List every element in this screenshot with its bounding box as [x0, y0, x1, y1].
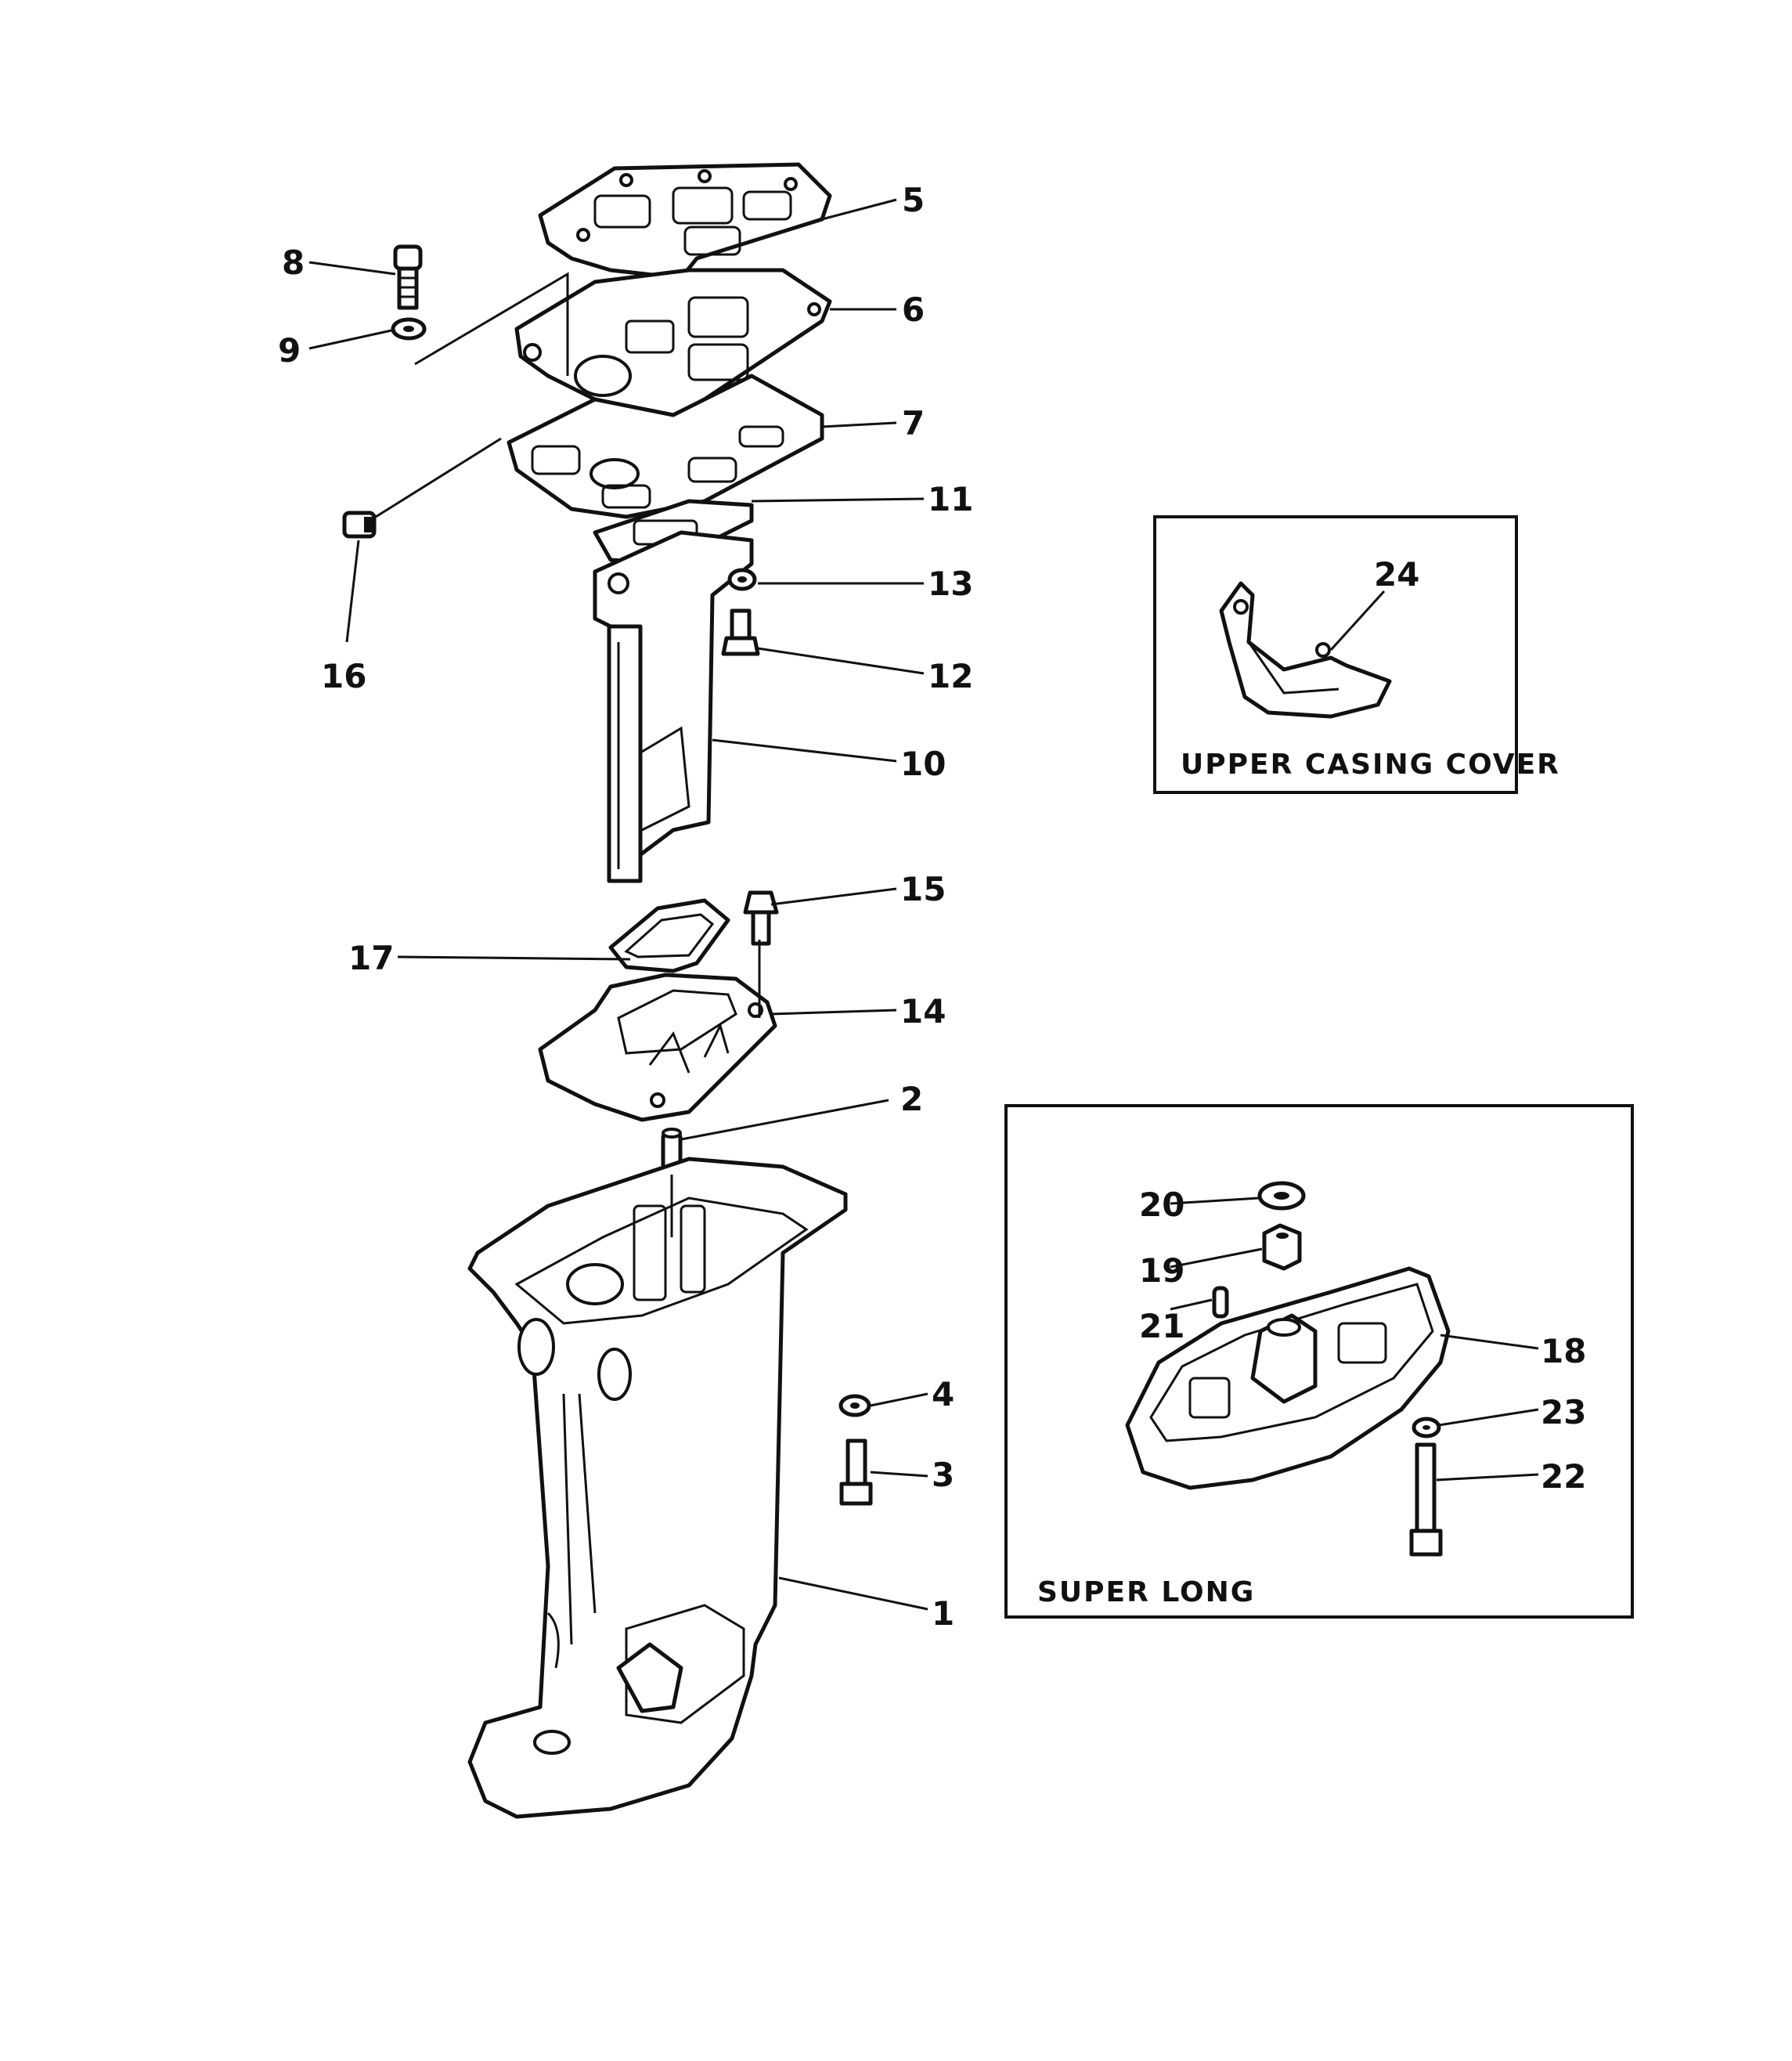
callout-10: 10 — [900, 745, 946, 783]
callout-8: 8 — [282, 244, 305, 282]
part-4-washer — [838, 1394, 871, 1417]
part-5-gasket — [538, 162, 832, 280]
part-8-bolt — [393, 244, 423, 310]
part-6-plate — [514, 268, 832, 417]
part-13-washer — [727, 568, 757, 591]
part-14-plate — [538, 973, 777, 1122]
part-19-nut — [1262, 1223, 1302, 1271]
callout-20: 20 — [1139, 1186, 1184, 1224]
part-17-gasket — [608, 898, 730, 973]
callout-14: 14 — [900, 992, 946, 1030]
part-16-grommet — [342, 511, 377, 539]
callout-12: 12 — [928, 657, 973, 695]
callout-17: 17 — [348, 939, 394, 977]
inset-super-long — [1004, 1104, 1634, 1619]
callout-23: 23 — [1541, 1393, 1586, 1431]
callout-6: 6 — [902, 291, 925, 329]
callout-7: 7 — [902, 404, 925, 442]
part-15-bolt — [743, 890, 779, 946]
part-21-pin — [1212, 1286, 1229, 1319]
part-10-housing — [593, 530, 754, 883]
callout-18: 18 — [1541, 1332, 1586, 1370]
part-1-housing — [467, 1157, 848, 1819]
callout-3: 3 — [932, 1456, 954, 1494]
callout-16: 16 — [321, 657, 366, 695]
part-9-washer — [391, 317, 427, 341]
part-7-gasket — [507, 374, 824, 519]
callout-24: 24 — [1374, 555, 1419, 594]
leader-lines — [308, 198, 928, 1611]
part-3-bolt — [839, 1438, 873, 1506]
part-24-cover — [1219, 581, 1392, 719]
inset-upper-casing-cover — [1153, 515, 1518, 794]
inset-title-upper-casing-cover: UPPER CASING COVER — [1181, 749, 1560, 781]
callout-9: 9 — [278, 331, 301, 370]
callout-21: 21 — [1139, 1307, 1184, 1345]
callout-22: 22 — [1541, 1457, 1586, 1496]
callout-labels: 5 6 7 11 13 12 10 15 17 14 2 8 9 16 4 3 … — [278, 181, 1586, 1633]
callout-11: 11 — [928, 480, 973, 518]
part-23-washer — [1412, 1417, 1441, 1438]
part-12-bolt — [721, 608, 760, 656]
inset-title-super-long: SUPER LONG — [1037, 1576, 1255, 1608]
part-18-housing-spacer — [1125, 1266, 1451, 1490]
part-20-snap-ring — [1257, 1181, 1306, 1211]
callout-15: 15 — [900, 870, 946, 908]
callout-19: 19 — [1139, 1251, 1184, 1290]
callout-4: 4 — [932, 1375, 954, 1413]
alignment-lines — [414, 272, 761, 1237]
callout-1: 1 — [932, 1594, 954, 1633]
callout-2: 2 — [900, 1080, 923, 1118]
callout-13: 13 — [928, 565, 973, 603]
callout-5: 5 — [902, 181, 925, 219]
part-2-dowel — [661, 1128, 683, 1173]
part-22-bolt — [1409, 1442, 1443, 1557]
